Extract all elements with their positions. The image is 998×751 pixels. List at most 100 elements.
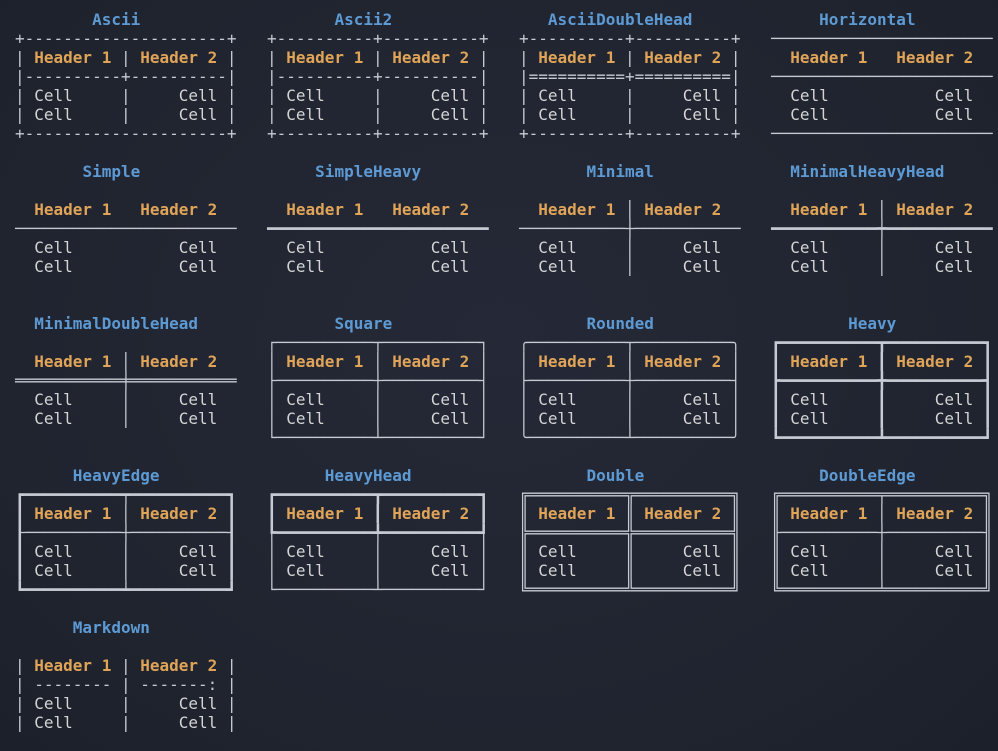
header-text: Header 1 bbox=[538, 352, 616, 371]
table-title: AsciiDoubleHead bbox=[547, 10, 693, 29]
box-style-tile-doubleedge: DoubleEdge ╔══════════╤══════════╗ ║ Hea… bbox=[756, 456, 998, 608]
header-text: Header 2 bbox=[896, 352, 974, 371]
header-text: Header 2 bbox=[140, 656, 218, 675]
cell-text: Cell bbox=[178, 390, 218, 409]
header-text: Header 2 bbox=[392, 48, 470, 67]
cell-text: Cell bbox=[790, 409, 829, 428]
box-style-tile-heavyhead: HeavyHead ┏━━━━━━━━━━┳━━━━━━━━━━┓ ┃ Head… bbox=[252, 456, 504, 608]
cell-text: Cell bbox=[934, 561, 974, 580]
header-text: Header 1 bbox=[790, 48, 868, 67]
header-text: Header 1 bbox=[538, 200, 616, 219]
cell-text: Cell bbox=[34, 409, 73, 428]
cell-text: Cell bbox=[430, 409, 470, 428]
cell-text: Cell bbox=[790, 238, 829, 257]
table-title: Double bbox=[586, 466, 645, 485]
header-text: Header 2 bbox=[140, 504, 218, 523]
cell-text: Cell bbox=[934, 238, 974, 257]
cell-text: Cell bbox=[178, 713, 218, 732]
table-preview: Horizontal ─────────────────────── Heade… bbox=[771, 10, 993, 143]
table-preview: Square ┌──────────┬──────────┐ │ Header … bbox=[267, 314, 489, 447]
cell-text: Cell bbox=[34, 713, 73, 732]
cell-text: Cell bbox=[682, 542, 722, 561]
cell-text: Cell bbox=[286, 86, 325, 105]
cell-text: Cell bbox=[286, 238, 325, 257]
cell-text: Cell bbox=[682, 409, 722, 428]
cell-text: Cell bbox=[538, 257, 577, 276]
cell-text: Cell bbox=[790, 542, 829, 561]
header-text: Header 1 bbox=[286, 48, 364, 67]
box-style-tile-double: Double ╔══════════╦══════════╗ ║ Header … bbox=[504, 456, 756, 608]
table-preview: Ascii +---------------------+ | Header 1… bbox=[15, 10, 237, 143]
header-text: Header 2 bbox=[644, 504, 722, 523]
cell-text: Cell bbox=[790, 561, 829, 580]
box-style-tile-markdown: Markdown | Header 1 | Header 2 | | -----… bbox=[0, 608, 252, 751]
table-title: Square bbox=[334, 314, 393, 333]
table-preview: AsciiDoubleHead +----------+----------+ … bbox=[519, 10, 741, 143]
cell-text: Cell bbox=[430, 390, 470, 409]
header-text: Header 2 bbox=[392, 352, 470, 371]
cell-text: Cell bbox=[34, 257, 73, 276]
box-style-tile-horizontal: Horizontal ─────────────────────── Heade… bbox=[756, 0, 998, 152]
box-style-tile-minimaldoublehead: MinimalDoubleHead Header 1 │ Header 2 ══… bbox=[0, 304, 252, 456]
table-preview: Ascii2 +----------+----------+ | Header … bbox=[267, 10, 489, 143]
table-preview: Markdown | Header 1 | Header 2 | | -----… bbox=[15, 618, 237, 732]
table-preview: Simple Header 1 Header 2 ───────────────… bbox=[15, 162, 237, 276]
box-style-tile-minimalheavyhead: MinimalHeavyHead Header 1 │ Header 2 ━━━… bbox=[756, 152, 998, 304]
header-text: Header 1 bbox=[790, 200, 868, 219]
cell-text: Cell bbox=[178, 105, 218, 124]
cell-text: Cell bbox=[178, 238, 218, 257]
header-text: Header 1 bbox=[790, 504, 868, 523]
header-text: Header 2 bbox=[140, 352, 218, 371]
cell-text: Cell bbox=[934, 86, 974, 105]
cell-text: Cell bbox=[682, 257, 722, 276]
cell-text: Cell bbox=[538, 561, 577, 580]
box-style-tile-minimal: Minimal Header 1 │ Header 2 ───────────┼… bbox=[504, 152, 756, 304]
cell-text: Cell bbox=[682, 561, 722, 580]
header-text: Header 2 bbox=[140, 48, 218, 67]
cell-text: Cell bbox=[538, 238, 577, 257]
header-text: Header 2 bbox=[644, 48, 722, 67]
box-style-tile-ascii2: Ascii2 +----------+----------+ | Header … bbox=[252, 0, 504, 152]
header-text: Header 2 bbox=[896, 200, 974, 219]
cell-text: Cell bbox=[34, 390, 73, 409]
header-text: Header 2 bbox=[392, 504, 470, 523]
table-preview: MinimalHeavyHead Header 1 │ Header 2 ━━━… bbox=[771, 162, 993, 276]
table-preview: Heavy ┏━━━━━━━━━━┳━━━━━━━━━━┓ ┃ Header 1… bbox=[771, 314, 993, 447]
header-text: Header 1 bbox=[286, 504, 364, 523]
cell-text: Cell bbox=[286, 257, 325, 276]
cell-text: Cell bbox=[430, 105, 470, 124]
header-text: Header 2 bbox=[140, 200, 218, 219]
cell-text: Cell bbox=[34, 542, 73, 561]
cell-text: Cell bbox=[286, 409, 325, 428]
header-text: Header 1 bbox=[286, 200, 364, 219]
cell-text: Cell bbox=[178, 86, 218, 105]
cell-text: Cell bbox=[286, 105, 325, 124]
cell-text: Cell bbox=[934, 409, 974, 428]
table-preview: SimpleHeavy Header 1 Header 2 ━━━━━━━━━━… bbox=[267, 162, 489, 276]
cell-text: Cell bbox=[538, 105, 577, 124]
cell-text: Cell bbox=[286, 390, 325, 409]
table-title: Minimal bbox=[586, 162, 654, 181]
cell-text: Cell bbox=[790, 86, 829, 105]
cell-text: Cell bbox=[682, 390, 722, 409]
box-style-tile-heavy: Heavy ┏━━━━━━━━━━┳━━━━━━━━━━┓ ┃ Header 1… bbox=[756, 304, 998, 456]
cell-text: Cell bbox=[34, 694, 73, 713]
box-style-tile-simpleheavy: SimpleHeavy Header 1 Header 2 ━━━━━━━━━━… bbox=[252, 152, 504, 304]
header-text: Header 2 bbox=[896, 504, 974, 523]
box-style-tile-rounded: Rounded ╭──────────┬──────────╮ │ Header… bbox=[504, 304, 756, 456]
cell-text: Cell bbox=[790, 390, 829, 409]
cell-text: Cell bbox=[430, 257, 470, 276]
table-title: Simple bbox=[82, 162, 141, 181]
header-text: Header 1 bbox=[34, 504, 112, 523]
cell-text: Cell bbox=[286, 542, 325, 561]
cell-text: Cell bbox=[790, 257, 829, 276]
box-style-tile-square: Square ┌──────────┬──────────┐ │ Header … bbox=[252, 304, 504, 456]
header-text: Header 1 bbox=[34, 656, 112, 675]
table-title: Heavy bbox=[848, 314, 897, 333]
header-text: Header 2 bbox=[896, 48, 974, 67]
table-preview: HeavyEdge ┏━━━━━━━━━━┯━━━━━━━━━━┓ ┃ Head… bbox=[15, 466, 237, 599]
box-style-tile-ascii: Ascii +---------------------+ | Header 1… bbox=[0, 0, 252, 152]
table-title: MinimalHeavyHead bbox=[790, 162, 945, 181]
table-preview: HeavyHead ┏━━━━━━━━━━┳━━━━━━━━━━┓ ┃ Head… bbox=[267, 466, 489, 599]
table-preview: Double ╔══════════╦══════════╗ ║ Header … bbox=[519, 466, 741, 599]
